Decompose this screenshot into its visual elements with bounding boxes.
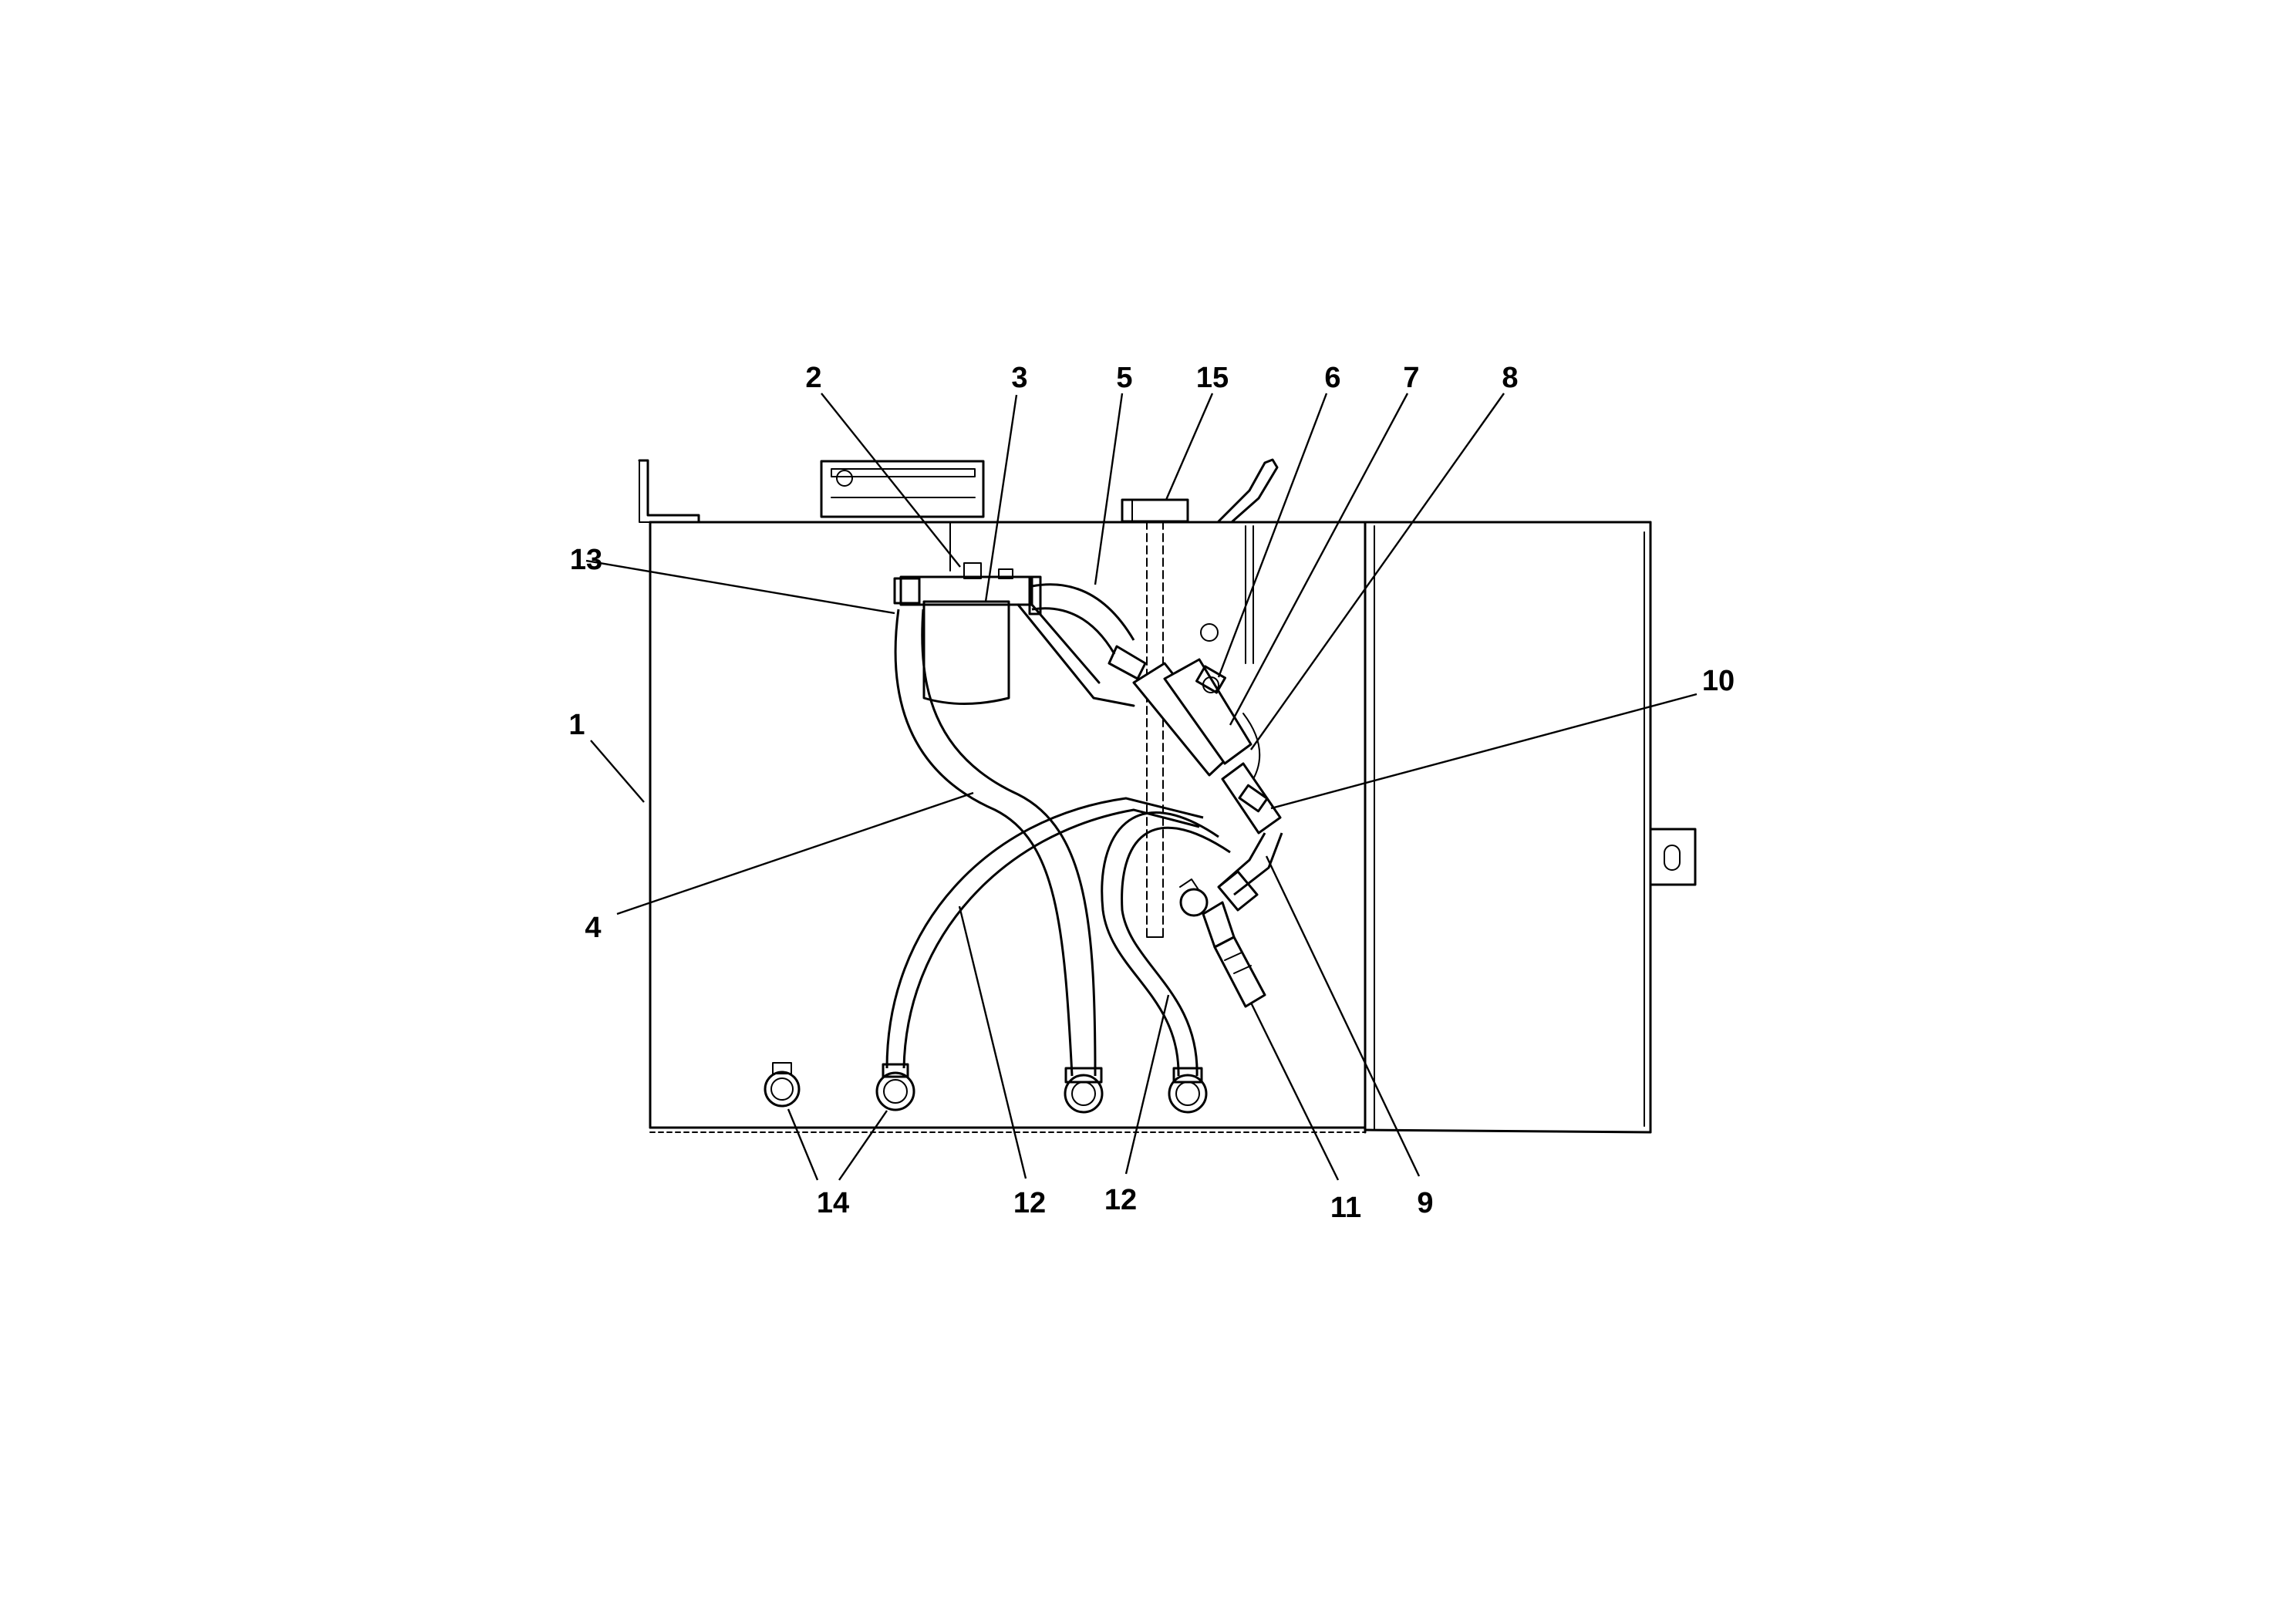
tank-body <box>649 521 1652 1134</box>
callout-8: 8 <box>1502 362 1518 394</box>
leader-8 <box>1250 393 1505 750</box>
callout-15: 15 <box>1196 362 1229 394</box>
return-filter <box>893 562 1033 705</box>
leader-9 <box>1265 855 1421 1177</box>
filler-cap <box>1121 498 1189 938</box>
mounting-bracket-left <box>638 459 700 524</box>
hose-12-right <box>1101 811 1231 1084</box>
leader-6 <box>1217 393 1328 678</box>
leader-12a <box>958 905 1027 1179</box>
leader-3 <box>984 394 1018 602</box>
leader-14b <box>838 1110 888 1181</box>
leader-4 <box>616 791 974 916</box>
hose-5 <box>1017 575 1147 707</box>
callout-7: 7 <box>1403 362 1419 394</box>
callout-12a: 12 <box>1013 1187 1046 1219</box>
port-4 <box>1168 1074 1208 1114</box>
leader-12b <box>1124 994 1170 1175</box>
leader-11 <box>1249 1002 1340 1181</box>
callout-14: 14 <box>817 1187 849 1219</box>
port-3 <box>1064 1074 1104 1114</box>
callout-10: 10 <box>1702 665 1735 697</box>
callout-11: 11 <box>1330 1192 1361 1224</box>
callouts: 1 2 3 4 5 6 7 8 9 10 11 12 12 13 14 15 <box>568 362 1735 1224</box>
callout-4: 4 <box>585 912 601 944</box>
leader-15 <box>1165 393 1214 501</box>
callout-3: 3 <box>1011 362 1027 394</box>
side-mounting-lug <box>1649 828 1697 886</box>
leader-14a <box>787 1108 819 1181</box>
bottom-ports <box>764 1062 1208 1114</box>
vent-hole <box>1200 623 1219 642</box>
leader-2 <box>821 393 961 568</box>
leader-lines <box>585 393 1698 1181</box>
callout-6: 6 <box>1324 362 1340 394</box>
leader-13 <box>585 559 895 615</box>
top-cover-plate <box>820 460 985 518</box>
gauge-fitting <box>1179 870 1266 1008</box>
leader-1 <box>590 740 645 803</box>
hose-12-left <box>882 797 1204 1078</box>
callout-13: 13 <box>570 544 602 576</box>
leader-7 <box>1229 393 1409 726</box>
level-sensor <box>1217 458 1279 523</box>
callout-2: 2 <box>805 362 821 394</box>
callout-12b: 12 <box>1104 1184 1137 1216</box>
leader-5 <box>1094 393 1124 585</box>
leader-10 <box>1270 693 1698 810</box>
port-2 <box>875 1071 915 1111</box>
callout-5: 5 <box>1116 362 1132 394</box>
callout-9: 9 <box>1417 1187 1433 1219</box>
port-1 <box>764 1062 801 1108</box>
hose-10-fittings <box>1218 762 1283 896</box>
valve-block <box>1132 658 1261 786</box>
callout-1: 1 <box>568 709 585 741</box>
